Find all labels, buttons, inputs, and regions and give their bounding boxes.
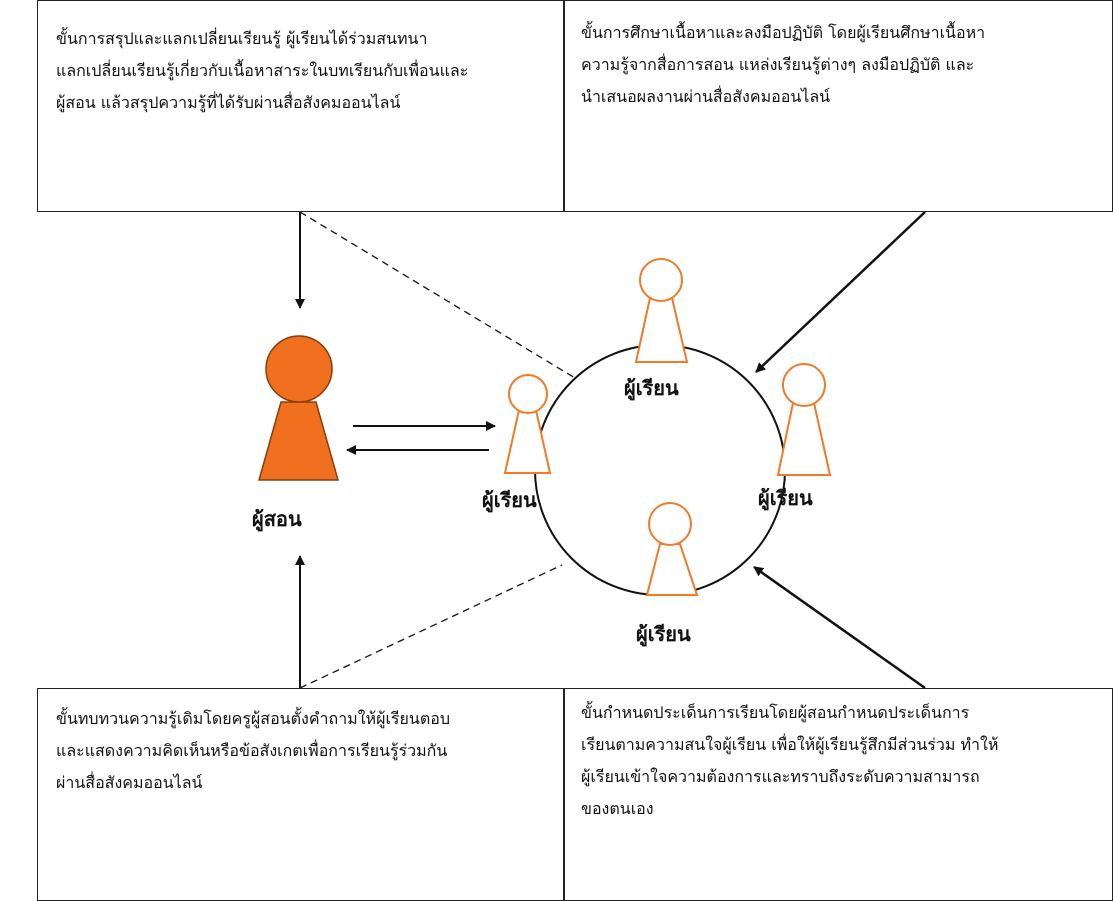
review-line-2: และแสดงความคิดเห็นหรือข้อสังเกตเพื่อการเ…: [56, 741, 448, 760]
study-line-2: ความรู้จากสื่อการสอน แหล่งเรียนรู้ต่างๆ …: [581, 55, 975, 74]
define-line-1: ขั้นกำหนดประเด็นการเรียนโดยผู้สอนกำหนดปร…: [581, 703, 970, 722]
define-step-box: ขั้นกำหนดประเด็นการเรียนโดยผู้สอนกำหนดปร…: [564, 688, 1113, 901]
learner-left-label: ผู้เรียน: [482, 488, 537, 512]
summarize-step-box: ขั้นการสรุปและแลกเปลี่ยนเรียนรู้ ผู้เรีย…: [37, 0, 564, 212]
learner-bottom-person-icon: [645, 502, 699, 596]
study-line-3: นำเสนอผลงานผ่านสื่อสังคมออนไลน์: [581, 87, 831, 106]
study-step-box: ขั้นการศึกษาเนื้อหาและลงมือปฏิบัติ โดยผู…: [564, 0, 1113, 212]
summarize-line-3: ผู้สอน แล้วสรุปความรู้ที่ได้รับผ่านสื่อส…: [56, 93, 401, 112]
review-step-box: ขั้นทบทวนความรู้เดิมโดยครูผู้สอนตั้งคำถา…: [37, 688, 564, 901]
arrow-study-to-circle: [755, 211, 926, 373]
learner-top-label: ผู้เรียน: [624, 376, 679, 400]
learner-top-person-icon: [634, 258, 689, 363]
study-line-1: ขั้นการศึกษาเนื้อหาและลงมือปฏิบัติ โดยผู…: [581, 23, 986, 42]
learner-bottom-label: ผู้เรียน: [636, 622, 691, 646]
define-line-3: ผู้เรียนเข้าใจความต้องการและทราบถึงระดับ…: [581, 767, 980, 786]
summarize-line-2: แลกเปลี่ยนเรียนรู้เกี่ยวกับเนื้อหาสาระใน…: [56, 61, 469, 80]
teacher-person-icon: [258, 335, 339, 481]
learner-left-person-icon: [503, 374, 552, 474]
arrow-define-to-circle: [753, 565, 926, 690]
learner-right-label: ผู้เรียน: [758, 486, 813, 510]
dashed-line-top: [299, 211, 576, 379]
summarize-line-1: ขั้นการสรุปและแลกเปลี่ยนเรียนรู้ ผู้เรีย…: [56, 29, 428, 48]
define-line-2: เรียนตามความสนใจผู้เรียน เพื่อให้ผู้เรีย…: [581, 735, 999, 754]
review-line-3: ผ่านสื่อสังคมออนไลน์: [56, 773, 203, 792]
review-line-1: ขั้นทบทวนความรู้เดิมโดยครูผู้สอนตั้งคำถา…: [56, 709, 450, 728]
teacher-label: ผู้สอน: [252, 507, 302, 531]
define-line-4: ของตนเอง: [581, 799, 654, 818]
dashed-line-bottom: [299, 564, 563, 689]
learner-right-person-icon: [776, 363, 832, 476]
